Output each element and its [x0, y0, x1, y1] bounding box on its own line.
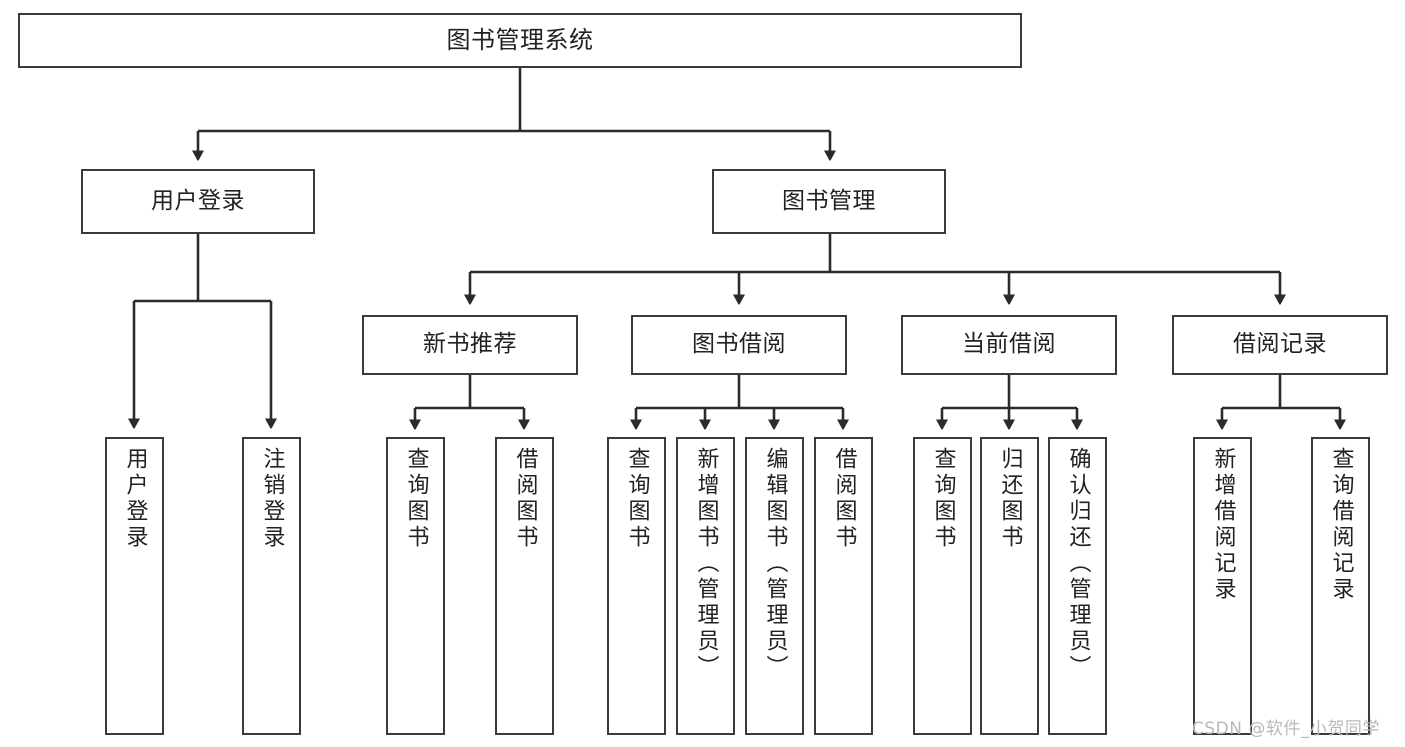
- leaf-borrow-record-1-label: 新增借阅记录: [1210, 447, 1236, 603]
- node-current-borrow[interactable]: 当前借阅: [901, 315, 1117, 375]
- leaf-book-borrow-2-label: 新增图书（管理员）: [693, 447, 719, 681]
- leaf-current-borrow-1[interactable]: 查询图书: [913, 437, 972, 735]
- leaf-book-borrow-1-label: 查询图书: [624, 447, 650, 551]
- leaf-book-borrow-3-label: 编辑图书（管理员）: [762, 447, 788, 681]
- csdn-watermark: CSDN @软件_小贺同学: [1192, 719, 1380, 739]
- node-borrow-record-label: 借阅记录: [1233, 331, 1327, 358]
- node-new-book-recommend[interactable]: 新书推荐: [362, 315, 578, 375]
- leaf-new-book-2-label: 借阅图书: [512, 447, 538, 551]
- node-user-login[interactable]: 用户登录: [81, 169, 315, 234]
- leaf-book-borrow-1[interactable]: 查询图书: [607, 437, 666, 735]
- node-root[interactable]: 图书管理系统: [18, 13, 1022, 68]
- leaf-book-borrow-4-label: 借阅图书: [831, 447, 857, 551]
- leaf-user-login-2[interactable]: 注销登录: [242, 437, 301, 735]
- node-book-borrow[interactable]: 图书借阅: [631, 315, 847, 375]
- leaf-book-borrow-4[interactable]: 借阅图书: [814, 437, 873, 735]
- node-user-login-label: 用户登录: [151, 187, 245, 214]
- node-borrow-record[interactable]: 借阅记录: [1172, 315, 1388, 375]
- leaf-book-borrow-2[interactable]: 新增图书（管理员）: [676, 437, 735, 735]
- leaf-current-borrow-3-label: 确认归还（管理员）: [1065, 447, 1091, 681]
- leaf-current-borrow-2[interactable]: 归还图书: [980, 437, 1039, 735]
- node-new-book-recommend-label: 新书推荐: [423, 331, 517, 358]
- leaf-new-book-2[interactable]: 借阅图书: [495, 437, 554, 735]
- leaf-user-login-1[interactable]: 用户登录: [105, 437, 164, 735]
- leaf-current-borrow-1-label: 查询图书: [930, 447, 956, 551]
- leaf-borrow-record-2[interactable]: 查询借阅记录: [1311, 437, 1370, 735]
- node-root-label: 图书管理系统: [446, 26, 594, 55]
- node-book-manage[interactable]: 图书管理: [712, 169, 946, 234]
- leaf-user-login-1-label: 用户登录: [122, 447, 148, 551]
- leaf-new-book-1[interactable]: 查询图书: [386, 437, 445, 735]
- leaf-current-borrow-2-label: 归还图书: [997, 447, 1023, 551]
- leaf-borrow-record-2-label: 查询借阅记录: [1328, 447, 1354, 603]
- node-book-borrow-label: 图书借阅: [692, 331, 786, 358]
- node-current-borrow-label: 当前借阅: [962, 331, 1056, 358]
- leaf-new-book-1-label: 查询图书: [403, 447, 429, 551]
- leaf-borrow-record-1[interactable]: 新增借阅记录: [1193, 437, 1252, 735]
- leaf-user-login-2-label: 注销登录: [259, 447, 285, 551]
- leaf-book-borrow-3[interactable]: 编辑图书（管理员）: [745, 437, 804, 735]
- node-book-manage-label: 图书管理: [782, 187, 876, 214]
- leaf-current-borrow-3[interactable]: 确认归还（管理员）: [1048, 437, 1107, 735]
